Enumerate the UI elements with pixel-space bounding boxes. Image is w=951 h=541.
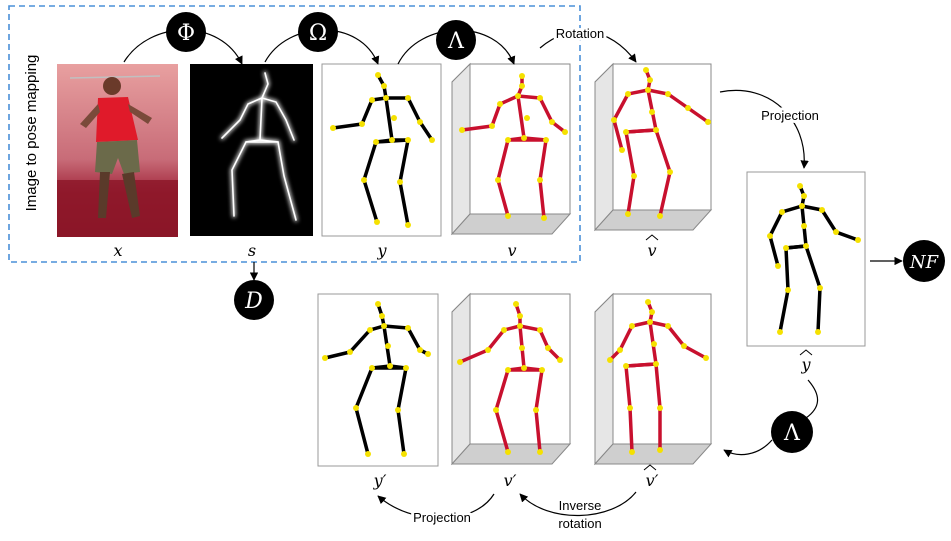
arrow-y-hat-to-lambda xyxy=(805,379,819,419)
caption-v: v xyxy=(507,241,516,260)
caption-v-hat-letter: v xyxy=(647,241,656,260)
node-lambda-bottom-label: Λ xyxy=(783,421,801,446)
node-d: D xyxy=(234,280,274,320)
node-lambda-top: Λ xyxy=(436,20,476,60)
caption-v-hat-prime-letter: v′ xyxy=(646,471,659,490)
arrow-v-to-v-hat xyxy=(539,30,637,63)
label-inverse: Inverse xyxy=(559,498,602,513)
region-label: Image to pose mapping xyxy=(23,55,40,212)
pose-3d-v xyxy=(450,62,572,236)
node-lambda-top-label: Λ xyxy=(447,29,465,54)
hat-mark xyxy=(643,464,657,471)
caption-y-hat: y xyxy=(799,349,813,374)
hat-mark xyxy=(645,234,659,241)
arrow-v-hat-to-y-hat xyxy=(719,89,809,169)
node-omega-label: Ω xyxy=(309,21,327,46)
label-projection-bottom: Projection xyxy=(413,510,471,525)
arrow-v-hat-prime-to-v-prime xyxy=(519,491,637,517)
label-projection-right: Projection xyxy=(761,108,819,123)
hat-mark xyxy=(799,349,813,356)
caption-s: s xyxy=(248,241,256,260)
node-lambda-bottom: Λ xyxy=(771,411,813,453)
pose-3d-rotated-v-hat xyxy=(593,62,713,232)
pose-heatmap-s xyxy=(190,64,313,236)
caption-v-prime: v′ xyxy=(504,471,517,490)
pose-2d-projected-y-hat xyxy=(746,171,866,347)
caption-v-hat-prime: v′ xyxy=(643,464,659,490)
pose-2d-reconstructed-y-prime xyxy=(317,293,439,467)
arrow-lambda-to-v-hat-prime xyxy=(723,439,773,458)
node-nf-label: NF xyxy=(909,252,940,273)
node-phi: Φ xyxy=(166,12,206,52)
node-d-label: D xyxy=(244,289,263,314)
caption-v-hat: v xyxy=(645,234,659,260)
caption-y-hat-letter: y xyxy=(800,355,811,374)
caption-y: y xyxy=(376,241,387,260)
pose-3d-rotated-v-hat-prime xyxy=(593,292,713,466)
label-rotation-bottom: rotation xyxy=(558,516,601,531)
caption-y-prime: y′ xyxy=(373,471,387,490)
pose-3d-reconstructed-v-prime xyxy=(450,292,572,466)
caption-x: x xyxy=(113,241,122,260)
image-to-pose-region xyxy=(8,5,581,263)
node-phi-label: Φ xyxy=(177,21,195,46)
node-omega: Ω xyxy=(298,12,338,52)
label-rotation: Rotation xyxy=(556,26,604,41)
input-image-x xyxy=(57,64,178,237)
node-nf: NF xyxy=(903,240,945,282)
pose-2d-y xyxy=(321,63,442,237)
arrow-v-prime-to-y-prime xyxy=(377,493,495,519)
